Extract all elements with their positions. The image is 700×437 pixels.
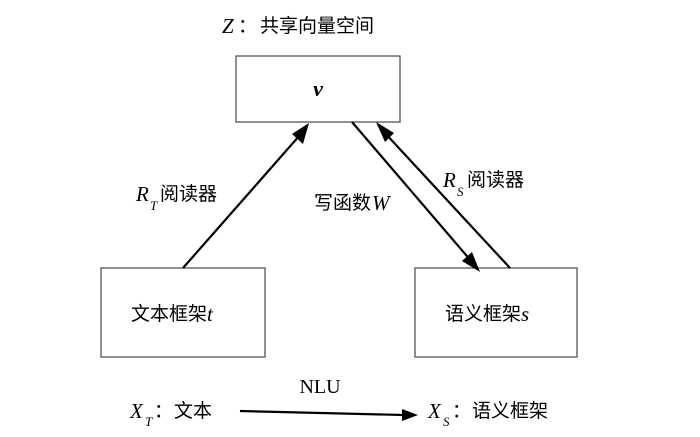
writer-label: 写函数 W: [314, 191, 392, 215]
reader-s-variable: R: [442, 168, 456, 192]
reader-t-arrow: [182, 123, 309, 269]
nlu-arrow-line: [239, 409, 405, 417]
x-s-separator: ：: [452, 400, 471, 422]
x-s-label: 语义框架: [472, 400, 548, 422]
reader-t-label: R T 阅读器: [135, 182, 217, 213]
reader-s-arrow-head: [376, 122, 394, 142]
bottom-right-term: X S ： 语义框架: [427, 399, 548, 429]
writer-text: 写函数: [314, 192, 371, 214]
text-frame-box: [100, 267, 266, 358]
reader-t-arrow-head: [292, 123, 309, 144]
x-t-subscript: T: [145, 414, 153, 429]
nlu-arrow: [239, 409, 418, 421]
reader-s-text: 阅读器: [467, 169, 524, 191]
shared-space-title: Z ： 共享向量空间: [222, 14, 374, 38]
reader-t-variable: R: [135, 182, 149, 206]
x-t-label: 文本: [174, 400, 212, 422]
x-s-subscript: S: [443, 414, 450, 429]
x-t-variable: X: [129, 399, 144, 423]
reader-s-arrow-line: [383, 131, 511, 269]
text-frame-caption: 文本框架 t: [131, 302, 214, 326]
semantic-frame-variable: s: [521, 302, 529, 326]
writer-arrow-line: [351, 121, 473, 263]
nlu-label: NLU: [299, 376, 341, 398]
bottom-left-term: X T ： 文本: [129, 399, 212, 429]
reader-s-subscript: S: [457, 184, 464, 199]
shared-space-variable: Z: [222, 14, 234, 38]
reader-s-label: R S 阅读器: [442, 168, 524, 199]
reader-t-subscript: T: [150, 198, 158, 213]
semantic-frame-box: [414, 267, 578, 358]
x-t-separator: ：: [154, 400, 173, 422]
vector-space-box: [235, 55, 401, 123]
text-frame-label: 文本框架: [131, 303, 207, 325]
writer-variable: W: [372, 191, 392, 215]
writer-arrow: [351, 121, 480, 272]
writer-arrow-head: [462, 252, 480, 272]
x-s-variable: X: [427, 399, 442, 423]
nlu-arrow-head: [402, 409, 418, 421]
reader-t-text: 阅读器: [160, 183, 217, 205]
shared-space-separator: ：: [238, 15, 257, 37]
semantic-frame-caption: 语义框架 s: [445, 302, 529, 326]
shared-space-label: 共享向量空间: [260, 15, 374, 37]
reader-s-arrow: [376, 122, 511, 269]
vector-label: v: [313, 76, 323, 101]
semantic-frame-label: 语义框架: [445, 303, 521, 325]
reader-t-arrow-line: [182, 134, 301, 269]
text-frame-variable: t: [207, 302, 214, 326]
